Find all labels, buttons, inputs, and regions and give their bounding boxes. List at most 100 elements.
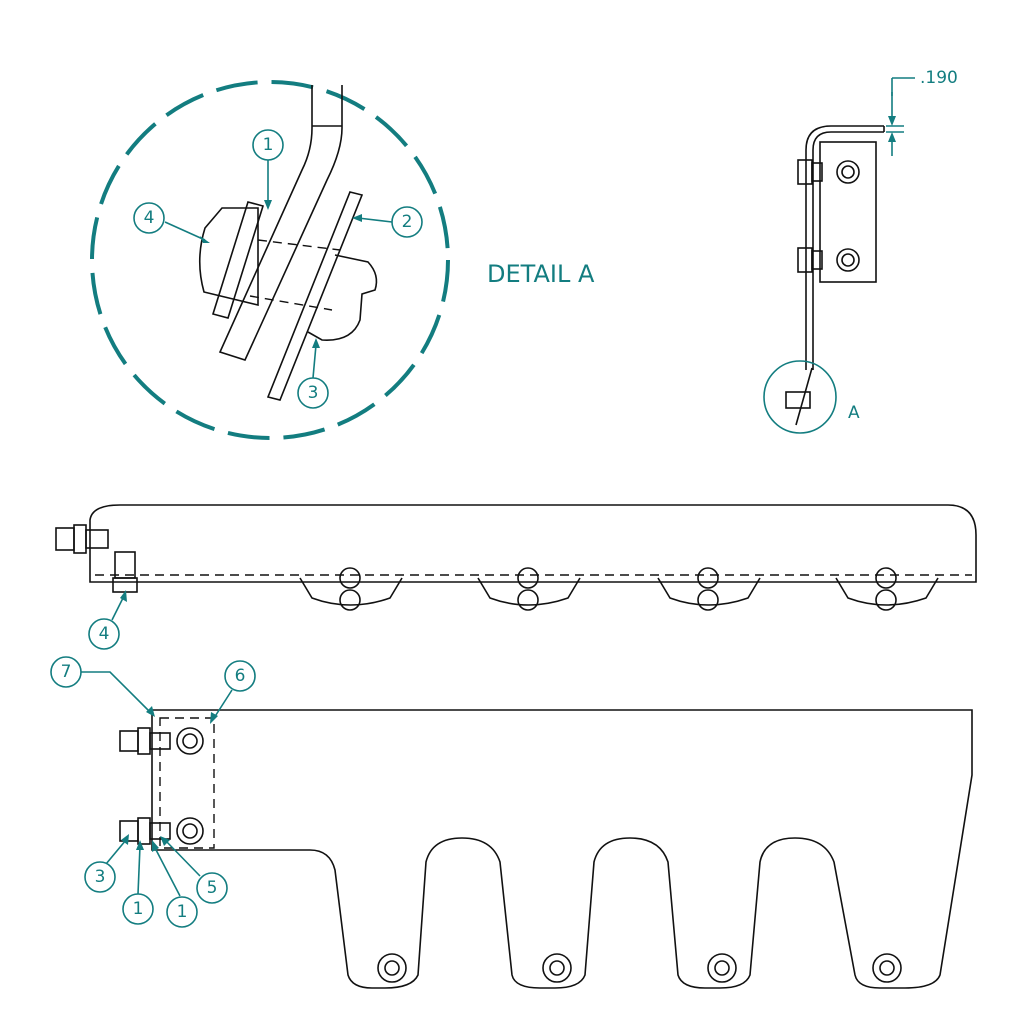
nut: [872, 953, 902, 983]
leader-line: [164, 839, 201, 877]
leader-line: [164, 221, 206, 241]
dimension-arrow: [888, 132, 896, 142]
callout-number: 1: [177, 902, 188, 922]
tooth-bracket: [657, 567, 761, 611]
leader-arrow: [210, 712, 218, 724]
nut-top: [697, 567, 719, 589]
leader-arrow: [160, 836, 170, 846]
leader-arrow: [264, 200, 272, 210]
callout-number: 3: [95, 867, 106, 887]
callout-balloon: [133, 202, 165, 234]
leader-arrow: [152, 840, 159, 852]
bent-bar: [218, 85, 343, 361]
callout-balloon: [88, 618, 120, 650]
nut-hole: [841, 165, 855, 179]
leader-line: [153, 845, 181, 897]
callout-number: 3: [308, 383, 319, 403]
flat-washer: [211, 201, 265, 319]
dimension-value: .190: [920, 68, 958, 88]
leader-arrow: [146, 706, 155, 717]
bolt-vertical: [114, 551, 136, 579]
plate-hidden-outline: [159, 717, 215, 849]
callout-balloon: [50, 656, 82, 688]
callout-balloon: [196, 872, 228, 904]
tooth-bracket: [299, 567, 403, 611]
nut: [85, 529, 109, 549]
nut-bottom: [339, 589, 361, 611]
leader-line: [357, 217, 393, 223]
mounting-plate: [266, 191, 364, 401]
nut: [707, 953, 737, 983]
bolt-head: [198, 207, 259, 307]
bar-front-outline: [151, 709, 973, 989]
leader-arrow: [120, 590, 127, 602]
callout-number: 1: [263, 135, 274, 155]
bolt-end: [384, 960, 400, 976]
leader-arrow: [136, 840, 144, 850]
bolt-hidden-line: [249, 295, 333, 311]
callout-balloon: [252, 129, 284, 161]
tooth-bolt: [872, 953, 902, 983]
nut-bottom: [697, 589, 719, 611]
nut-top: [339, 567, 361, 589]
bar-profile-outer: [812, 131, 884, 370]
bracket-outline: [299, 577, 403, 606]
top-view: 4: [55, 504, 977, 650]
front-view: 7 6 3 1 1 5: [50, 656, 973, 989]
washer: [137, 727, 151, 755]
detail-title: DETAIL A: [487, 260, 595, 288]
callout-number: 5: [207, 878, 218, 898]
nut-bottom: [875, 589, 897, 611]
callout-number: 1: [133, 899, 144, 919]
end-view: A .190: [763, 68, 958, 434]
dimension-arrow: [888, 116, 896, 126]
leader-line: [111, 595, 125, 621]
leader-line: [105, 839, 127, 865]
bolt-detail: [785, 391, 811, 409]
nut-bottom: [112, 577, 138, 593]
bar-profile-inner: [805, 125, 884, 370]
bracket-outline: [477, 577, 581, 606]
hex-nut: [307, 254, 378, 341]
bolt-head: [55, 527, 75, 551]
callout-balloon: [224, 660, 256, 692]
nut-bottom: [517, 589, 539, 611]
leader-line: [80, 671, 151, 713]
nut-face: [176, 727, 204, 755]
tooth-bracket: [477, 567, 581, 611]
bolt-end: [879, 960, 895, 976]
bracket-outline: [835, 577, 939, 606]
detail-a-label: A: [848, 403, 860, 423]
nut-face: [836, 248, 860, 272]
nut: [542, 953, 572, 983]
washer: [811, 250, 823, 270]
callout-balloon: [391, 206, 423, 238]
nut-face: [836, 160, 860, 184]
nut: [377, 953, 407, 983]
nut-top: [517, 567, 539, 589]
nut: [149, 732, 171, 750]
callout-number: 4: [144, 208, 155, 228]
washer: [811, 162, 823, 182]
side-plate: [819, 141, 877, 283]
detail-a-view: 1 2 3 4 DETAIL A: [90, 80, 595, 440]
leader-line: [137, 845, 141, 895]
bar-top-outline: [89, 504, 977, 583]
washer: [137, 817, 151, 845]
callout-balloon: [122, 893, 154, 925]
callout-number: 4: [99, 624, 110, 644]
nut-hole: [182, 823, 198, 839]
nut-top: [875, 567, 897, 589]
bolt-head: [797, 247, 813, 273]
tooth-bolt: [542, 953, 572, 983]
leader-arrow: [312, 338, 320, 348]
bracket-outline: [657, 577, 761, 606]
leader-line: [312, 344, 317, 379]
callout-balloon: [84, 861, 116, 893]
leader-line: [213, 689, 233, 719]
leader-arrow: [352, 214, 362, 222]
callout-balloon: [166, 896, 198, 928]
detail-boundary-circle: [90, 80, 450, 440]
bolt-hidden-line: [257, 239, 341, 251]
